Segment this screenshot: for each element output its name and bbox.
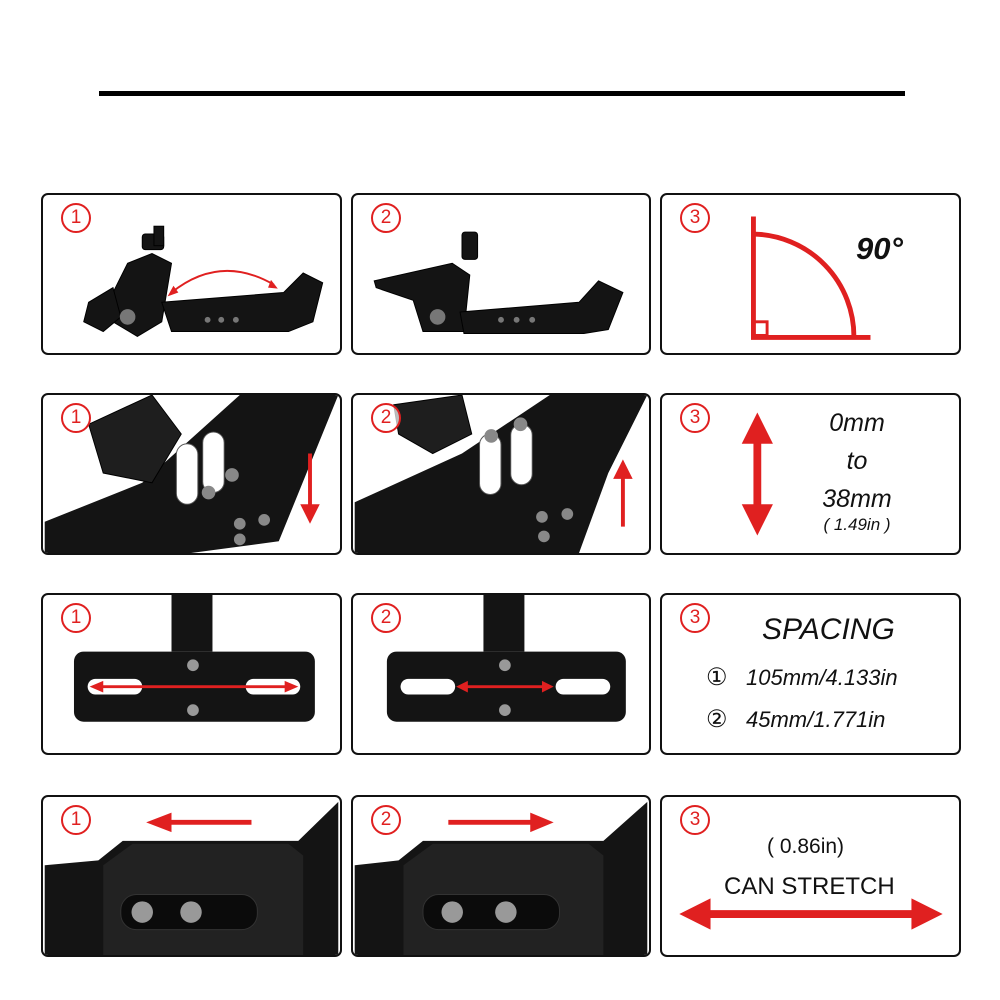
step-number-badge: 1: [61, 805, 91, 835]
step-number-badge: 3: [680, 203, 710, 233]
top-divider-line: [99, 91, 905, 96]
panel-row2-step1: 1: [41, 393, 342, 555]
step-number-badge: 3: [680, 603, 710, 633]
spacing-title: SPACING: [762, 613, 895, 646]
panel-row2-step3: 3 0mm to 38mm ( 1.49in ): [660, 393, 961, 555]
step-number-badge: 3: [680, 805, 710, 835]
vertical-arrow-icon: [741, 412, 773, 536]
bracket-fold-photo: [83, 225, 324, 337]
panel-row1-step3: 3 90°: [660, 193, 961, 355]
panel-row4-step3: 3 ( 0.86in) CAN STRETCH: [660, 795, 961, 957]
spacing-item-1-value: 105mm/4.133in: [746, 665, 898, 690]
range-line-3: 38mm: [822, 485, 892, 513]
panel-row2-step2: 2: [351, 393, 651, 555]
spacing-item-2-value: 45mm/1.771in: [746, 707, 886, 732]
step-number-badge: 1: [61, 203, 91, 233]
angle-label: 90°: [856, 231, 903, 266]
step-number-badge: 2: [371, 203, 401, 233]
panel-row3-step2: 2: [351, 593, 651, 755]
stretch-inch: ( 0.86in): [767, 835, 845, 858]
spacing-item-2-marker: ②: [706, 706, 728, 733]
plate-wide-spacing-photo: [73, 595, 315, 722]
range-inch: ( 1.49in ): [823, 515, 891, 534]
horizontal-arrow-icon: [679, 898, 943, 930]
panel-row3-step3: 3 SPACING ① 105mm/4.133in ② 45mm/1.771in: [660, 593, 961, 755]
panel-row4-step1: 1: [41, 795, 342, 957]
range-line-1: 0mm: [829, 409, 885, 437]
right-angle-icon: [751, 216, 871, 340]
step-number-badge: 2: [371, 805, 401, 835]
bracket-slot-up-photo: [354, 395, 648, 553]
panel-row1-step2: 2: [351, 193, 651, 355]
bracket-folded-photo: [373, 231, 624, 334]
spacing-item-1-marker: ①: [706, 664, 728, 691]
step-number-badge: 3: [680, 403, 710, 433]
plate-narrow-spacing-photo: [386, 595, 626, 722]
panel-row3-step1: 1: [41, 593, 342, 755]
panel-row1-step1: 1: [41, 193, 342, 355]
step-number-badge: 1: [61, 603, 91, 633]
step-number-badge: 2: [371, 603, 401, 633]
panel-row4-step2: 2: [351, 795, 651, 957]
step-number-badge: 2: [371, 403, 401, 433]
range-line-2: to: [846, 447, 868, 475]
stretch-right-photo: [354, 801, 648, 955]
stretch-label: CAN STRETCH: [724, 873, 895, 900]
stretch-left-photo: [44, 801, 339, 955]
step-number-badge: 1: [61, 403, 91, 433]
bracket-slot-down-photo: [44, 395, 339, 553]
